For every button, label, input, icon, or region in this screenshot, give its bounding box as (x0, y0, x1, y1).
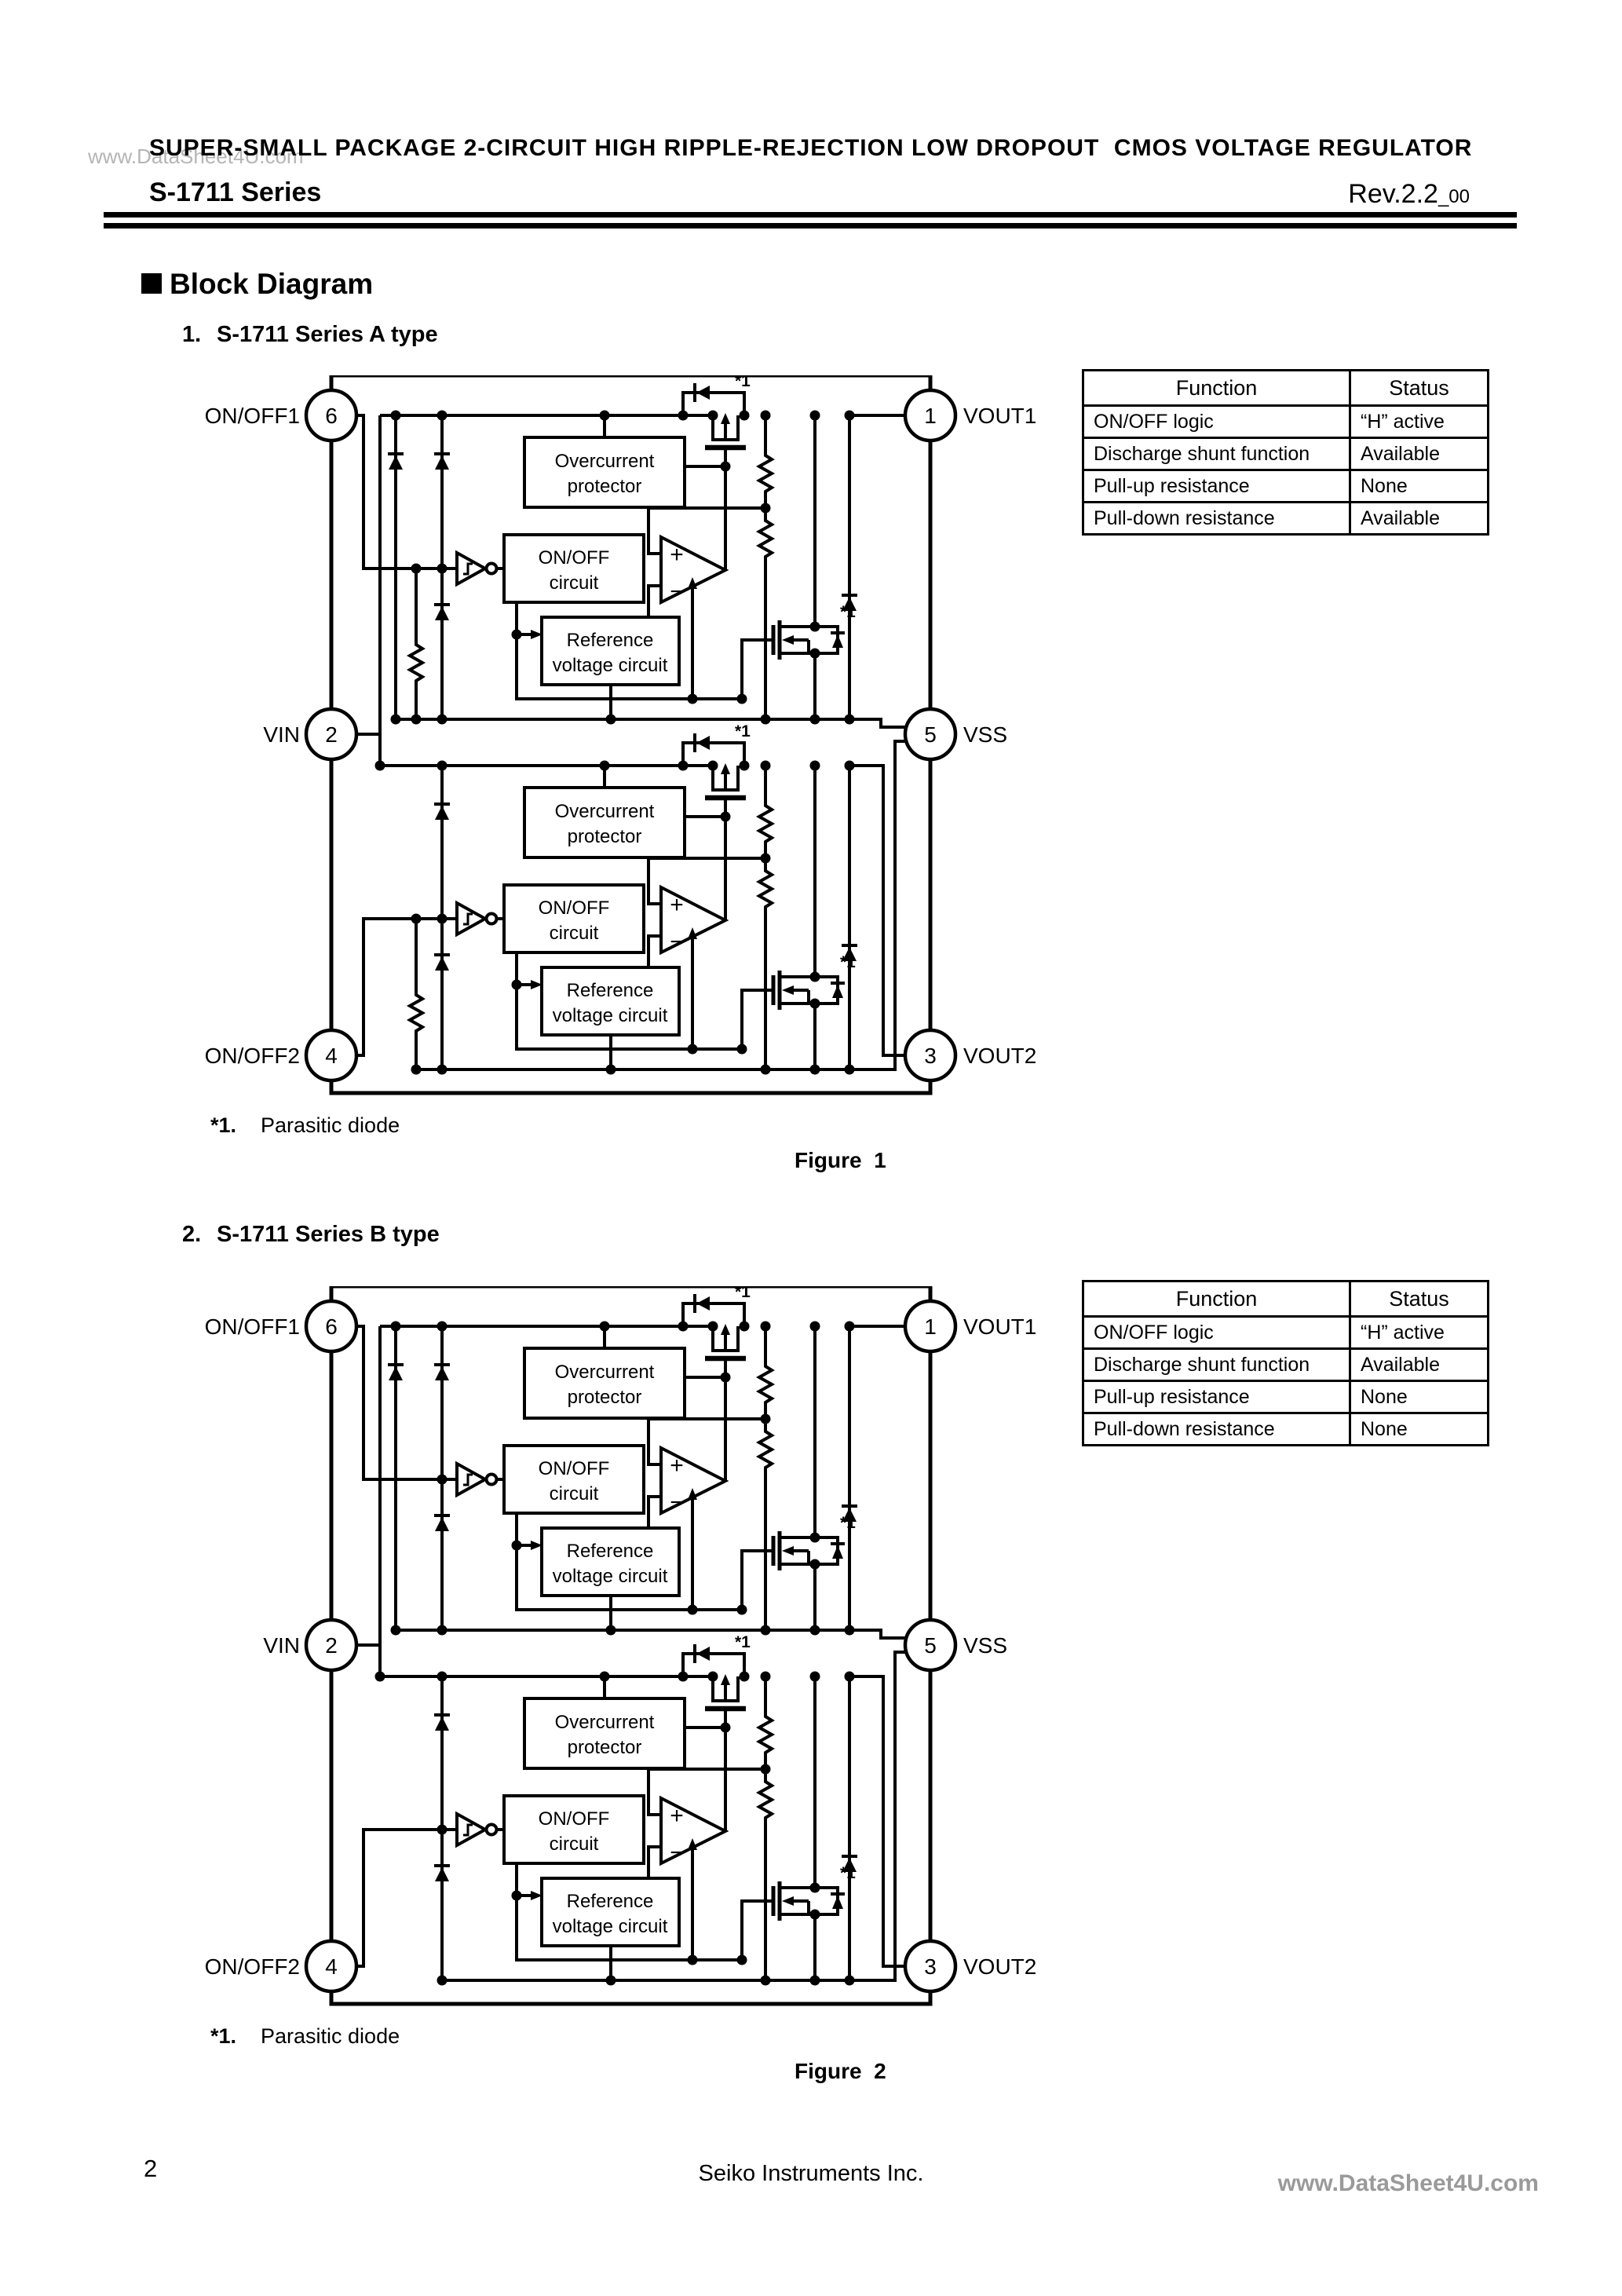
cell-function: Discharge shunt function (1082, 437, 1351, 471)
figure1-note: *1. Parasitic diode (210, 1113, 400, 1138)
bottom-watermark: www.DataSheet4U.com (1277, 2170, 1539, 2196)
revision: Rev.2.2_00 (1348, 179, 1470, 210)
note-marker: *1. (210, 2024, 237, 2048)
cell-function: Pull-up resistance (1082, 1380, 1351, 1414)
header-function: Function (1082, 1280, 1351, 1318)
document-title: SUPER-SMALL PACKAGE 2-CIRCUIT HIGH RIPPL… (149, 135, 1473, 161)
table-row: ON/OFF logic“H” active (1082, 1315, 1489, 1350)
figure1-caption: Figure 1 (795, 1148, 886, 1172)
figure2-subtitle: 2. S-1711 Series B type (182, 1222, 440, 1248)
figure2-block-diagram (110, 1286, 1091, 2024)
cell-function: Pull-down resistance (1082, 501, 1351, 536)
cell-status: Available (1349, 437, 1489, 471)
figure1-number: 1. (182, 322, 202, 347)
figure1-subtitle: 1. S-1711 Series A type (182, 322, 438, 348)
header-status: Status (1349, 369, 1489, 407)
revision-suffix: _00 (1438, 186, 1470, 207)
cell-status: None (1349, 1412, 1489, 1446)
section-heading: Block Diagram (170, 268, 374, 300)
note-marker: *1. (210, 1113, 237, 1137)
cell-status: None (1349, 469, 1489, 503)
figure2-note: *1. Parasitic diode (210, 2024, 400, 2049)
top-watermark: www.DataSheet4U.com (88, 144, 304, 168)
product-name: S-1711 Series (149, 177, 322, 207)
cell-function: ON/OFF logic (1082, 404, 1351, 439)
note-text: Parasitic diode (261, 1113, 400, 1137)
figure1-function-table: Function Status ON/OFF logic“H” active D… (1082, 369, 1489, 536)
page-number: 2 (144, 2155, 158, 2182)
cell-function: Discharge shunt function (1082, 1347, 1351, 1382)
cell-status: “H” active (1349, 1315, 1489, 1350)
cell-function: Pull-up resistance (1082, 469, 1351, 503)
figure2-caption: Figure 2 (795, 2059, 886, 2083)
cell-function: Pull-down resistance (1082, 1412, 1351, 1446)
revision-main: Rev.2.2 (1348, 179, 1438, 209)
figure1-subtitle-text: S-1711 Series A type (217, 322, 438, 347)
cell-status: None (1349, 1380, 1489, 1414)
cell-status: “H” active (1349, 404, 1489, 439)
figure2-function-table: Function Status ON/OFF logic“H” active D… (1082, 1280, 1489, 1446)
table-header-row: Function Status (1082, 1280, 1489, 1318)
figure2-number: 2. (182, 1222, 202, 1247)
figure1-block-diagram: ON/OFF circuit Overcurrent protector (110, 375, 1091, 1113)
table-header-row: Function Status (1082, 369, 1489, 407)
footer-company: Seiko Instruments Inc. (698, 2161, 924, 2186)
section-bullet-icon (141, 273, 162, 294)
table-row: ON/OFF logic“H” active (1082, 404, 1489, 439)
figure2-subtitle-text: S-1711 Series B type (217, 1222, 440, 1247)
cell-function: ON/OFF logic (1082, 1315, 1351, 1350)
header-rule (104, 212, 1517, 229)
cell-status: Available (1349, 501, 1489, 536)
header-function: Function (1082, 369, 1351, 407)
cell-status: Available (1349, 1347, 1489, 1382)
note-text: Parasitic diode (261, 2024, 400, 2048)
header-status: Status (1349, 1280, 1489, 1318)
